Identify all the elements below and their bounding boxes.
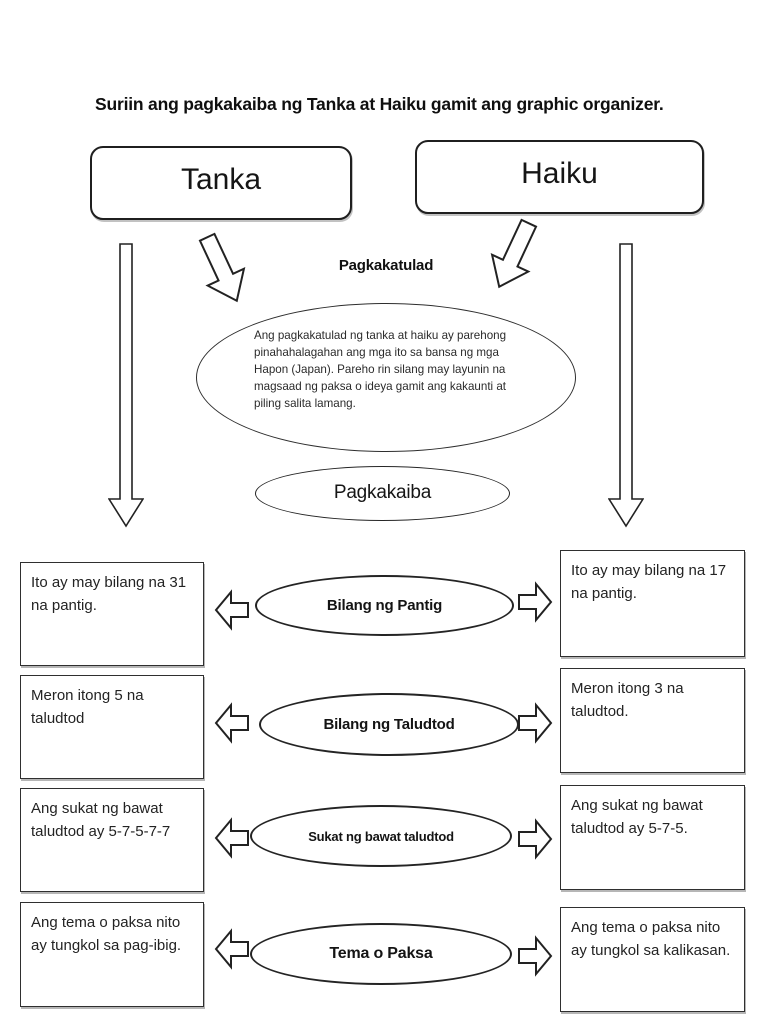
right-arrow-icon bbox=[517, 579, 553, 625]
tanka-taludtod-text: Meron itong 5 na taludtod bbox=[31, 687, 144, 727]
haiku-tema-text: Ang tema o paksa nito ay tungkol sa kali… bbox=[571, 919, 731, 959]
haiku-long-down-arrow-icon bbox=[608, 243, 644, 528]
similarities-text: Ang pagkakatulad ng tanka at haiku ay pa… bbox=[254, 329, 507, 410]
haiku-header-box: Haiku bbox=[415, 140, 704, 214]
category-label: Bilang ng Taludtod bbox=[323, 716, 455, 733]
haiku-tema-box: Ang tema o paksa nito ay tungkol sa kali… bbox=[560, 907, 745, 1012]
tanka-pantig-box: Ito ay may bilang na 31 na pantig. bbox=[20, 562, 204, 666]
differences-ellipse: Pagkakaiba bbox=[255, 466, 510, 521]
right-arrow-icon bbox=[517, 816, 553, 862]
tanka-taludtod-box: Meron itong 5 na taludtod bbox=[20, 675, 204, 779]
left-arrow-icon bbox=[214, 587, 250, 633]
tanka-tema-box: Ang tema o paksa nito ay tungkol sa pag-… bbox=[20, 902, 204, 1007]
tanka-long-down-arrow-icon bbox=[108, 243, 144, 528]
similarities-label: Pagkakatulad bbox=[338, 257, 434, 274]
haiku-pantig-box: Ito ay may bilang na 17 na pantig. bbox=[560, 550, 745, 657]
left-arrow-icon bbox=[214, 815, 250, 861]
haiku-header-label: Haiku bbox=[521, 157, 598, 190]
haiku-down-arrow-icon bbox=[478, 212, 549, 298]
tanka-down-arrow-icon bbox=[186, 226, 257, 312]
tanka-pantig-text: Ito ay may bilang na 31 na pantig. bbox=[31, 574, 187, 614]
left-arrow-icon bbox=[214, 700, 250, 746]
category-ellipse-sukat: Sukat ng bawat taludtod bbox=[250, 805, 512, 867]
similarities-ellipse bbox=[196, 303, 576, 452]
tanka-sukat-box: Ang sukat ng bawat taludtod ay 5-7-5-7-7 bbox=[20, 788, 204, 892]
left-arrow-icon bbox=[214, 926, 250, 972]
right-arrow-icon bbox=[517, 933, 553, 979]
haiku-sukat-text: Ang sukat ng bawat taludtod ay 5-7-5. bbox=[571, 797, 703, 837]
tanka-header-box: Tanka bbox=[90, 146, 352, 220]
haiku-sukat-box: Ang sukat ng bawat taludtod ay 5-7-5. bbox=[560, 785, 745, 890]
category-ellipse-taludtod: Bilang ng Taludtod bbox=[259, 693, 519, 756]
haiku-taludtod-box: Meron itong 3 na taludtod. bbox=[560, 668, 745, 773]
category-label: Sukat ng bawat taludtod bbox=[308, 828, 454, 844]
haiku-taludtod-text: Meron itong 3 na taludtod. bbox=[571, 680, 684, 720]
tanka-header-label: Tanka bbox=[180, 163, 262, 196]
category-label: Tema o Paksa bbox=[329, 945, 433, 962]
category-label: Bilang ng Pantig bbox=[326, 597, 443, 614]
haiku-pantig-text: Ito ay may bilang na 17 na pantig. bbox=[571, 562, 727, 602]
category-ellipse-tema: Tema o Paksa bbox=[250, 923, 512, 985]
right-arrow-icon bbox=[517, 700, 553, 746]
tanka-tema-text: Ang tema o paksa nito ay tungkol sa pag-… bbox=[31, 914, 182, 954]
differences-label: Pagkakaiba bbox=[333, 481, 432, 503]
page-title: Suriin ang pagkakaiba ng Tanka at Haiku … bbox=[95, 94, 664, 114]
tanka-sukat-text: Ang sukat ng bawat taludtod ay 5-7-5-7-7 bbox=[31, 800, 171, 840]
category-ellipse-pantig: Bilang ng Pantig bbox=[255, 575, 514, 636]
